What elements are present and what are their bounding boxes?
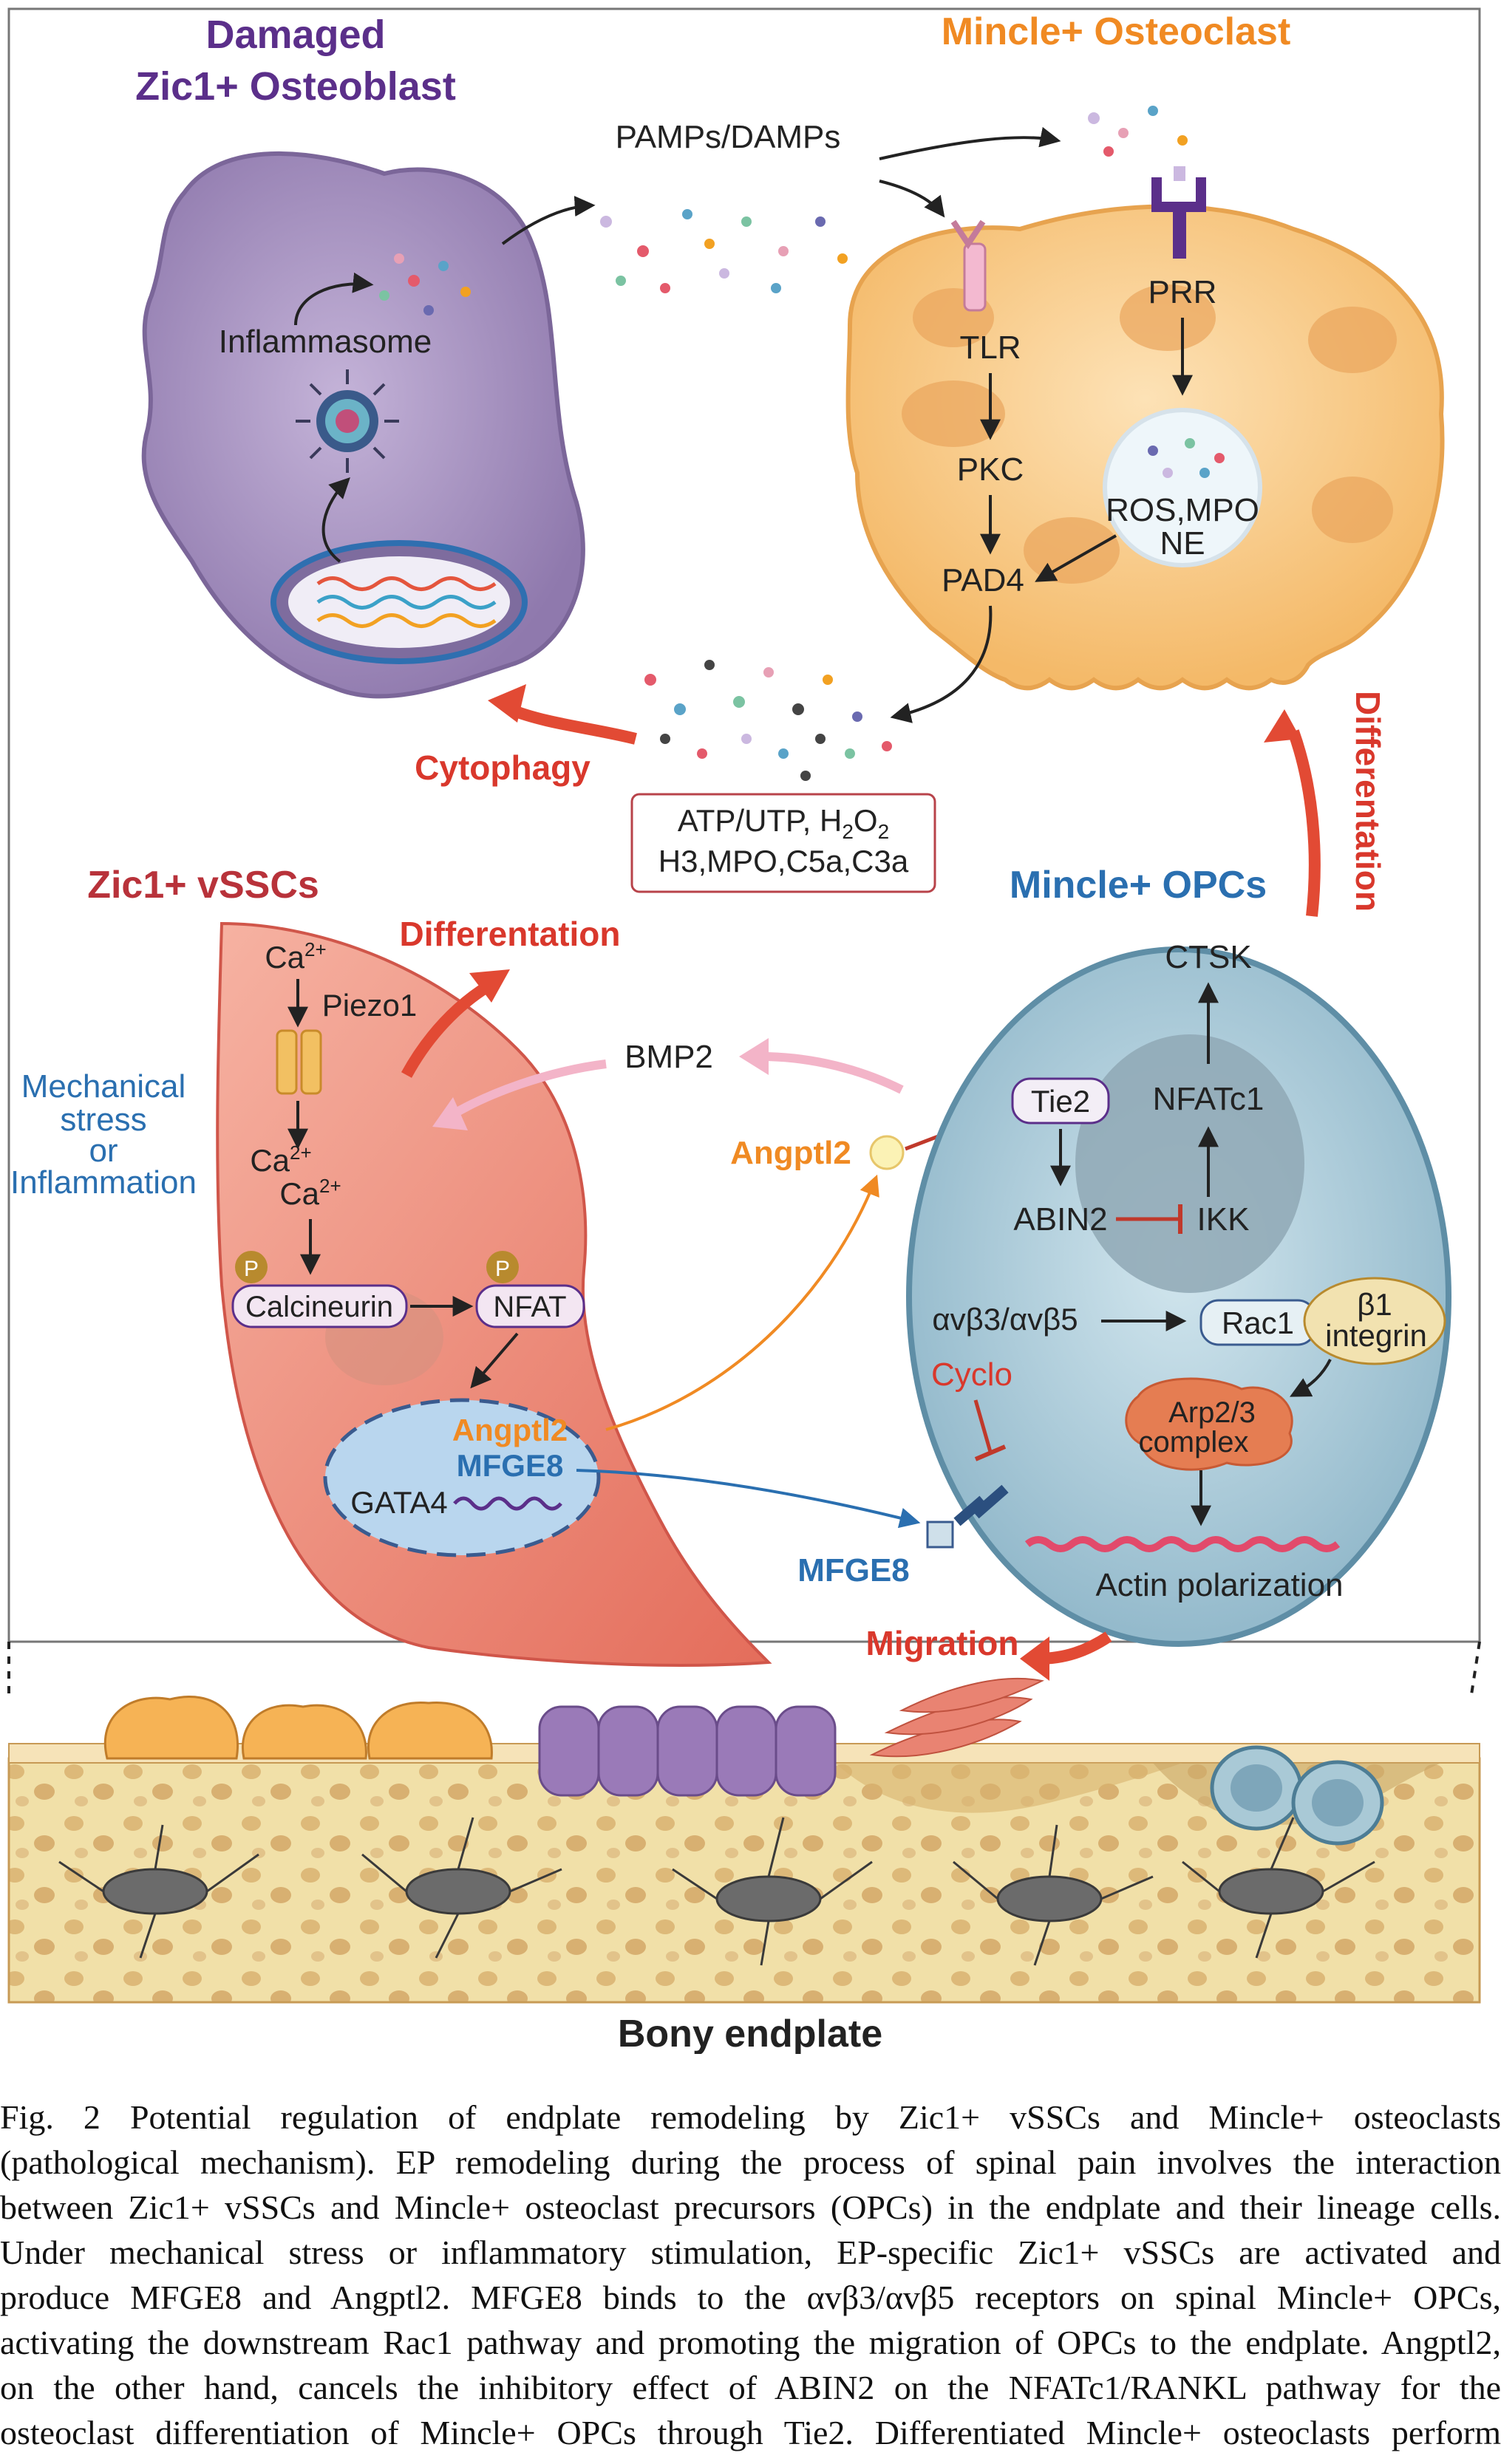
- ca-mid1-label: Ca2+: [250, 1141, 311, 1178]
- vssc-nucleus: [323, 1398, 601, 1557]
- mechanical-label: Mechanical: [21, 1068, 186, 1105]
- nfatc1-label: NFATc1: [1153, 1081, 1265, 1117]
- h3-label: H3,MPO,C5a,C3a: [658, 844, 909, 878]
- osteoblast-cells-row: [538, 1705, 837, 1797]
- nfat-label: NFAT: [493, 1291, 566, 1323]
- differentation-right-label: Differentation: [1349, 691, 1387, 912]
- abin2-label: ABIN2: [1013, 1201, 1107, 1238]
- inflammasome-icon: [296, 369, 399, 473]
- svg-text:P: P: [495, 1257, 510, 1281]
- title-mincle-opcs: Mincle+ OPCs: [1010, 864, 1267, 907]
- pad4-label: PAD4: [942, 562, 1024, 598]
- title-damaged: Damaged: [205, 13, 385, 57]
- inflammation-label: Inflammation: [10, 1164, 197, 1201]
- calcineurin-box: [231, 1284, 408, 1328]
- title-zic1-vsscs: Zic1+ vSSCs: [87, 864, 319, 907]
- pamps-damps-label: PAMPs/DAMPs: [616, 119, 841, 155]
- stress-label: stress: [60, 1102, 146, 1138]
- ros-mpo-label: ROS,MPO: [1106, 492, 1259, 528]
- bmp2-arrow: [760, 1052, 904, 1094]
- piezo1-channel-icon: [276, 1029, 322, 1095]
- nfat-box: [475, 1284, 585, 1328]
- remodeling-pit-left: [835, 1763, 1182, 1813]
- pkc-label: PKC: [957, 451, 1024, 488]
- tlr-label: TLR: [959, 330, 1021, 366]
- title-mincle-osteoclast: Mincle+ Osteoclast: [942, 10, 1291, 53]
- ca-mid2-label: Ca2+: [279, 1175, 341, 1211]
- actin-filament-icon: [1024, 1536, 1341, 1552]
- ne-label: NE: [1160, 525, 1205, 562]
- differentation-left-label: Differentation: [400, 915, 621, 953]
- prr-label: PRR: [1148, 274, 1217, 310]
- b1-integrin-shape: [1303, 1277, 1446, 1365]
- tlr-receptor-icon: [950, 219, 987, 312]
- arp23-complex-shape: [1125, 1377, 1293, 1471]
- svg-text:P: P: [244, 1257, 259, 1281]
- vssc-differentiation-arrow: [401, 981, 491, 1078]
- ros-vesicle: [1103, 408, 1262, 567]
- avb3-label: αvβ3/αvβ5: [932, 1302, 1078, 1337]
- dam-molecules-box: [630, 793, 936, 893]
- opc-cells-row: [1210, 1745, 1384, 1846]
- gata4-dna-icon: [453, 1496, 562, 1511]
- angptl2-nucleus-label: Angptl2: [452, 1413, 568, 1447]
- osteoclast-cells-row: [103, 1696, 493, 1760]
- caption-line: activating the downstream Rac1 pathway a…: [0, 2324, 1501, 2361]
- mfge8-outside-label: MFGE8: [797, 1552, 910, 1588]
- bony-endplate-label: Bony endplate: [618, 2013, 882, 2054]
- angptl2-signal-label: Angptl2: [730, 1135, 851, 1171]
- migration-label: Migration: [866, 1624, 1019, 1662]
- caption-line: Under mechanical stress or inflammatory …: [0, 2233, 1501, 2271]
- caption-line: (pathological mechanism). EP remodeling …: [0, 2143, 1501, 2181]
- dna-strands: [316, 576, 497, 628]
- inflammasome-label: Inflammasome: [219, 324, 432, 360]
- vssc-cells-row: [869, 1677, 1045, 1758]
- prr-receptor-icon: [1151, 166, 1206, 259]
- caption-line: Fig. 2 Potential regulation of endplate …: [0, 2098, 1501, 2136]
- endplate-remodeling-diagram: Inflammasome Damaged Zic1+ Osteoblast PA…: [7, 7, 1481, 2054]
- arp23-label: Arp2/3: [1168, 1396, 1256, 1429]
- osteocyte-dendrites: [58, 1817, 1375, 1966]
- ikk-label: IKK: [1197, 1201, 1250, 1238]
- cytophagy-arrow: [508, 703, 637, 745]
- figure-caption: Fig. 2 Potential regulation of endplate …: [0, 2095, 1501, 2455]
- b1-label: β1: [1357, 1287, 1392, 1322]
- gata4-label: GATA4: [350, 1485, 447, 1520]
- or-label: or: [89, 1133, 118, 1169]
- cyclo-label: Cyclo: [931, 1356, 1012, 1393]
- phospho-badge-1: [235, 1251, 268, 1283]
- ca-top-label: Ca2+: [265, 938, 326, 975]
- integrin-label: integrin: [1325, 1318, 1427, 1353]
- angptl2-molecule: [869, 1135, 905, 1170]
- tie2-label: Tie2: [1031, 1084, 1090, 1119]
- caption-line: between Zic1+ vSSCs and Mincle+ osteocla…: [0, 2188, 1501, 2226]
- piezo1-label: Piezo1: [322, 988, 417, 1023]
- tie2-box: [1011, 1077, 1110, 1125]
- ctsk-label: CTSK: [1165, 939, 1251, 975]
- ros-particles: [1148, 438, 1225, 478]
- osteoclast-differentiation-arrow: [1287, 729, 1321, 917]
- phospho-badge-2: [486, 1251, 519, 1283]
- rac1-label: Rac1: [1222, 1306, 1294, 1340]
- net-particles: [644, 660, 892, 781]
- title-zic1-osteoblast: Zic1+ Osteoblast: [135, 64, 456, 109]
- atp-label: ATP/UTP, H2O2: [678, 803, 889, 843]
- caption-line: osteoclast differentiation of Mincle+ OP…: [0, 2414, 1501, 2451]
- mfge8-receptor-icon: [926, 1484, 1009, 1549]
- caption-line: produce MFGE8 and Angptl2. MFGE8 binds t…: [0, 2279, 1501, 2316]
- damp-particles: [379, 106, 1188, 315]
- caption-line: on the other hand, cancels the inhibitor…: [0, 2369, 1501, 2406]
- calcineurin-label: Calcineurin: [245, 1291, 393, 1323]
- opc-nucleus: [1075, 1034, 1304, 1293]
- cytophagy-label: Cytophagy: [415, 748, 590, 787]
- complex-label: complex: [1139, 1426, 1249, 1458]
- mfge8-nucleus-label: MFGE8: [457, 1448, 564, 1483]
- bmp2-label: BMP2: [624, 1039, 713, 1075]
- actin-polarization-label: Actin polarization: [1095, 1567, 1343, 1603]
